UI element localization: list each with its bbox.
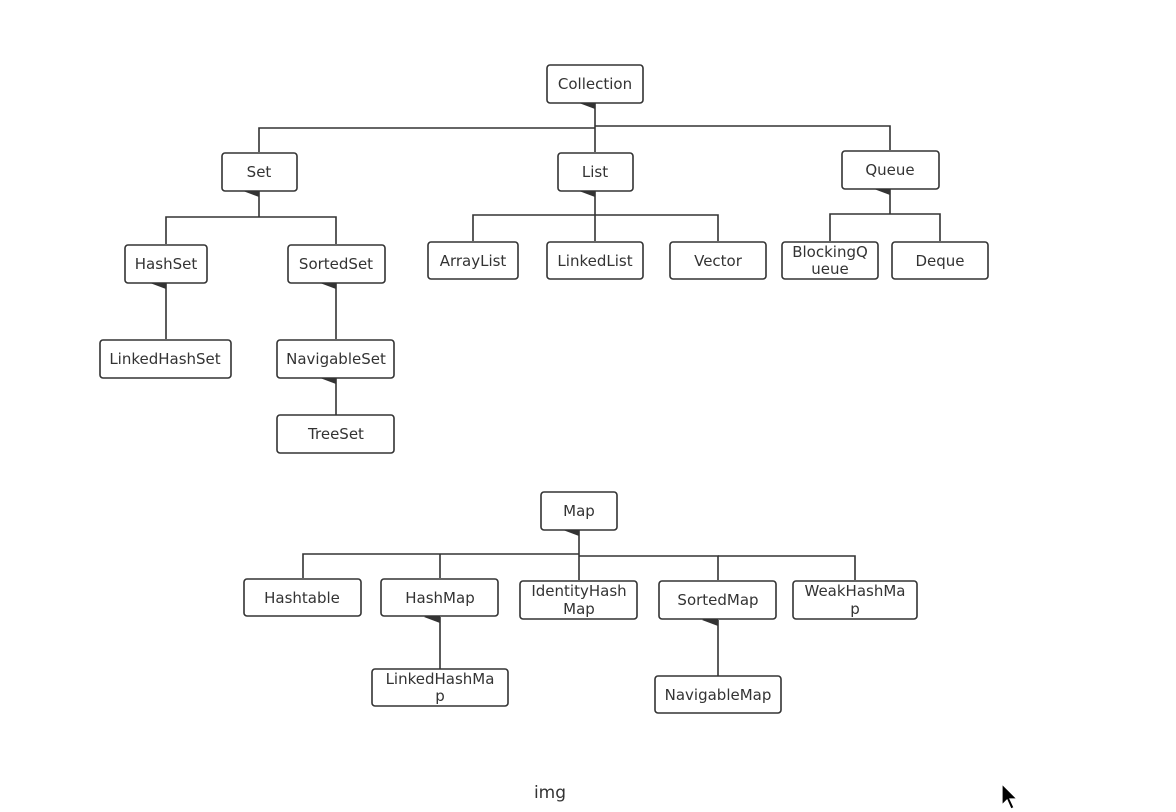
node-hashset: HashSet bbox=[124, 244, 208, 284]
edge-vector-list bbox=[595, 214, 719, 241]
node-label: NavigableMap bbox=[665, 686, 772, 704]
node-label: ArrayList bbox=[440, 252, 507, 270]
node-label-line-1: IdentityHash bbox=[531, 582, 626, 600]
edge-queue-collection bbox=[595, 125, 891, 150]
mouse-cursor-icon bbox=[1001, 783, 1019, 810]
node-label-line-1: BlockingQ bbox=[792, 243, 868, 261]
node-label: Queue bbox=[865, 161, 914, 179]
node-deque: Deque bbox=[891, 241, 989, 280]
edge-set-collection bbox=[258, 127, 595, 152]
node-hashtable: Hashtable bbox=[243, 578, 362, 617]
node-set: Set bbox=[221, 152, 298, 192]
map-edges bbox=[302, 524, 856, 676]
node-label: Collection bbox=[558, 75, 632, 93]
edge-blockingqueue-queue bbox=[829, 213, 890, 241]
collection-edges bbox=[150, 97, 941, 415]
image-caption: img bbox=[533, 783, 567, 803]
node-linkedlist: LinkedList bbox=[546, 241, 644, 280]
node-list: List bbox=[557, 152, 634, 192]
node-label: Hashtable bbox=[264, 589, 340, 607]
node-treeset: TreeSet bbox=[276, 414, 395, 454]
edge-weakhashmap-map bbox=[718, 555, 856, 580]
node-linkedhashmap: LinkedHashMa p bbox=[371, 668, 509, 707]
node-label: LinkedHashSet bbox=[109, 350, 220, 368]
node-weakhashmap: WeakHashMa p bbox=[792, 580, 918, 620]
edge-hashset-set bbox=[165, 216, 259, 244]
node-label: HashMap bbox=[405, 589, 474, 607]
node-label-line-2: ueue bbox=[811, 260, 848, 278]
edge-deque-queue bbox=[890, 213, 941, 241]
node-label: LinkedList bbox=[557, 252, 632, 270]
node-arraylist: ArrayList bbox=[427, 241, 519, 280]
node-navigableset: NavigableSet bbox=[276, 339, 395, 379]
node-label: Deque bbox=[915, 252, 964, 270]
node-label-line-2: Map bbox=[563, 600, 595, 618]
node-linkedhashset: LinkedHashSet bbox=[99, 339, 232, 379]
node-navigablemap: NavigableMap bbox=[654, 675, 782, 714]
node-label: Set bbox=[247, 163, 272, 181]
node-vector: Vector bbox=[669, 241, 767, 280]
node-label-line-2: p bbox=[850, 600, 860, 618]
node-identityhashmap: IdentityHash Map bbox=[519, 580, 638, 620]
node-label-line-2: p bbox=[435, 687, 445, 705]
node-label: SortedSet bbox=[299, 255, 373, 273]
node-label: List bbox=[582, 163, 608, 181]
node-label: SortedMap bbox=[677, 591, 758, 609]
node-sortedset: SortedSet bbox=[287, 244, 386, 284]
node-hashmap: HashMap bbox=[380, 578, 499, 617]
node-queue: Queue bbox=[841, 150, 940, 190]
edge-hashtable-map bbox=[302, 553, 579, 578]
node-label: TreeSet bbox=[307, 425, 364, 443]
node-label-line-1: WeakHashMa bbox=[805, 582, 906, 600]
node-sortedmap: SortedMap bbox=[658, 580, 777, 620]
edge-arraylist-list bbox=[472, 214, 595, 241]
node-label-line-1: LinkedHashMa bbox=[386, 670, 495, 688]
node-collection: Collection bbox=[546, 64, 644, 104]
edge-sortedset-set bbox=[259, 216, 337, 244]
edge-sortedmap-map bbox=[579, 555, 719, 580]
node-label: NavigableSet bbox=[286, 350, 386, 368]
node-map: Map bbox=[540, 491, 618, 531]
node-label: Map bbox=[563, 502, 595, 520]
node-label: HashSet bbox=[135, 255, 198, 273]
node-blockingqueue: BlockingQ ueue bbox=[781, 241, 879, 280]
node-label: Vector bbox=[694, 252, 743, 270]
